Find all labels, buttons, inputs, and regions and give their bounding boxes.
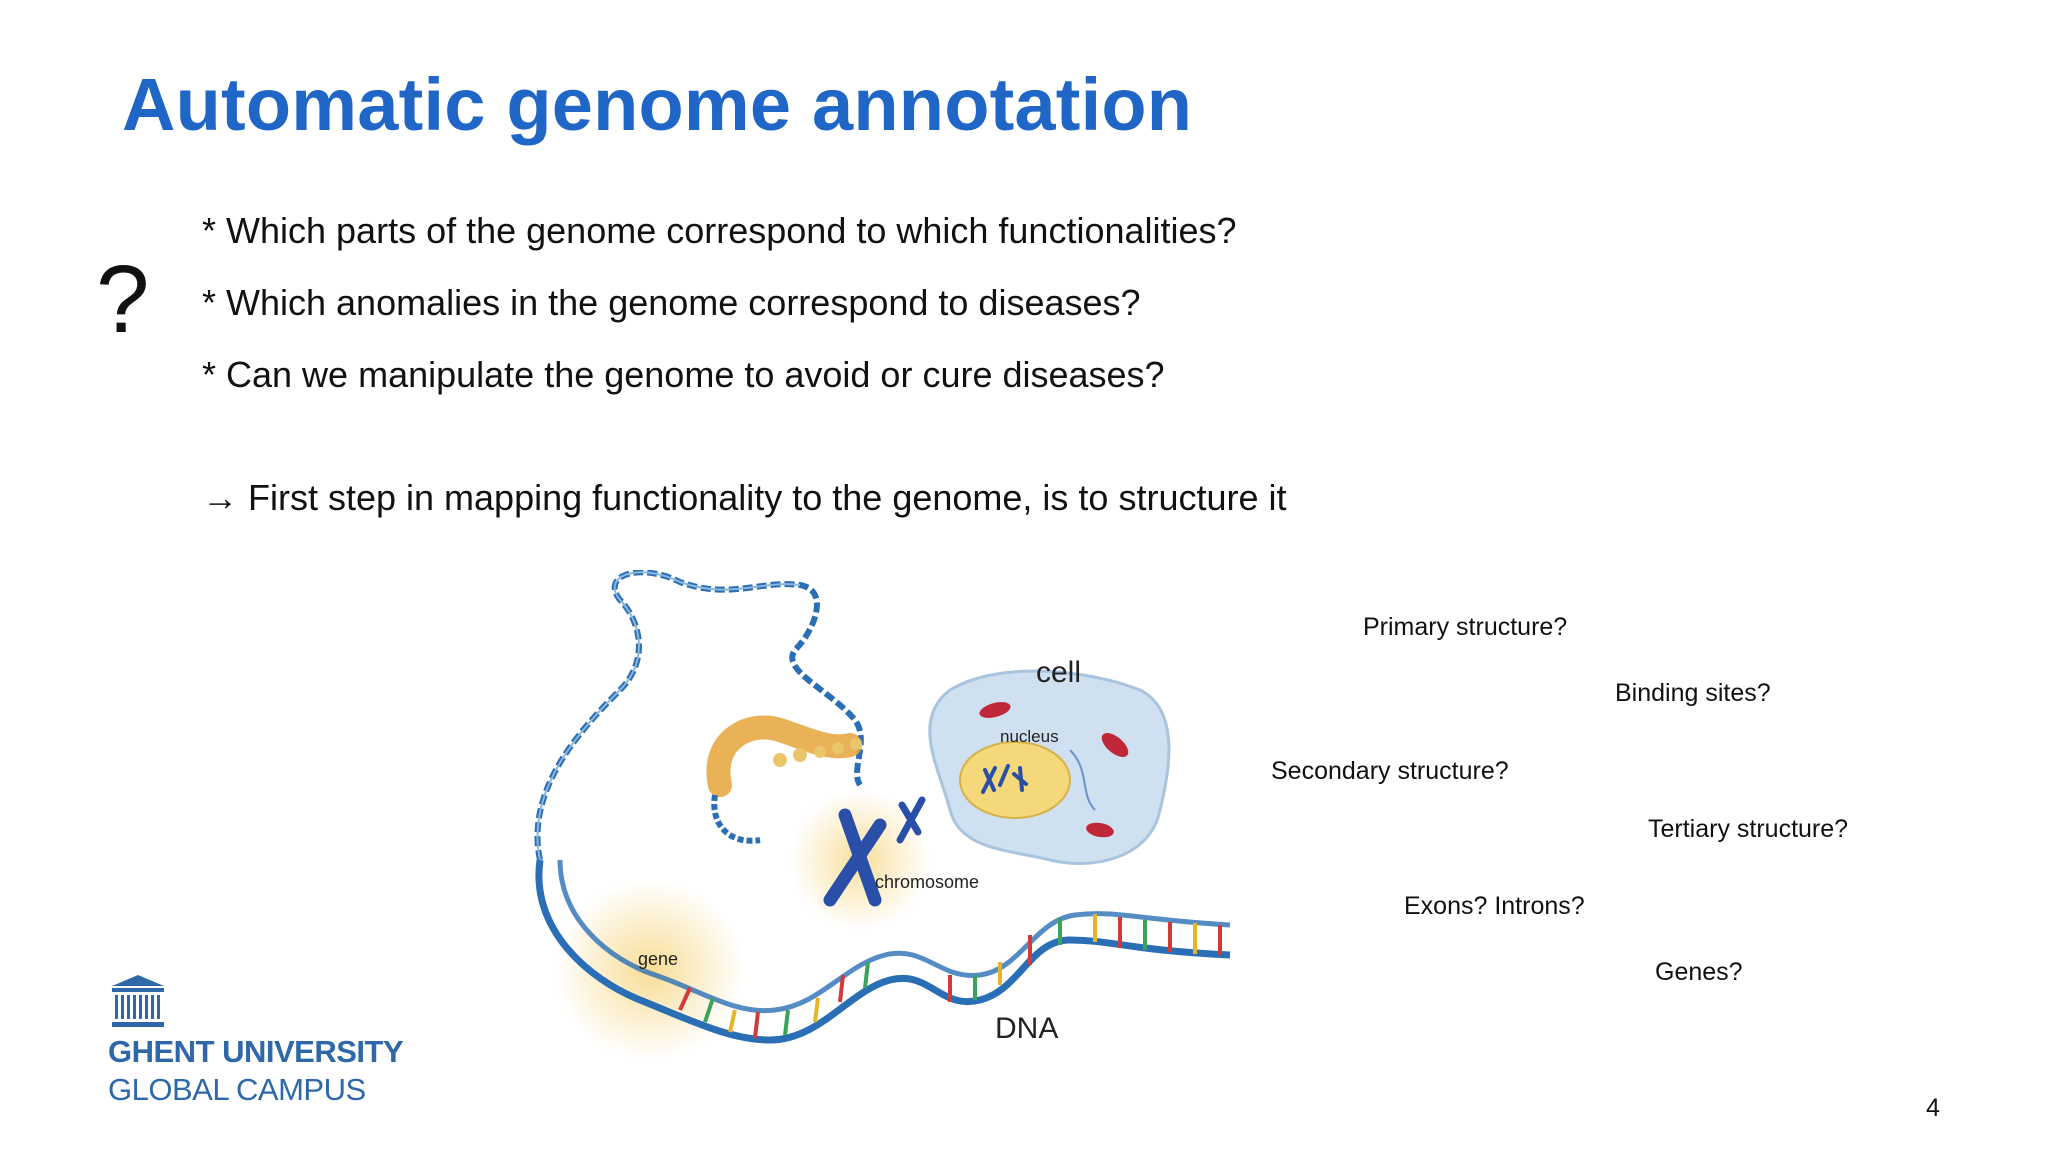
label-chromosome: chromosome — [875, 872, 979, 892]
dna-helix-strand-a — [535, 859, 1231, 1044]
bullet-diseases: * Which anomalies in the genome correspo… — [202, 282, 1141, 323]
question-exons-introns: Exons? Introns? — [1404, 892, 1585, 920]
ghent-university-logo: GHENT UNIVERSITY GLOBAL CAMPUS — [108, 972, 404, 1112]
small-chromosome — [896, 796, 926, 844]
bullet-functionalities: * Which parts of the genome correspond t… — [202, 210, 1237, 251]
nucleosome-beads — [773, 738, 862, 767]
question-primary-structure: Primary structure? — [1363, 613, 1568, 641]
question-binding-sites: Binding sites? — [1615, 679, 1771, 707]
label-cell: cell — [1036, 656, 1081, 689]
question-tertiary-structure: Tertiary structure? — [1648, 815, 1849, 843]
label-nucleus: nucleus — [1000, 727, 1059, 746]
logo-university-name: GHENT UNIVERSITY — [108, 1034, 404, 1069]
conclusion-line: → First step in mapping functionality to… — [202, 477, 1287, 518]
logo-campus-name: GLOBAL CAMPUS — [108, 1072, 366, 1107]
mitochondrion-3 — [1086, 822, 1114, 838]
chromosome-shape — [823, 808, 887, 907]
question-genes: Genes? — [1655, 958, 1743, 986]
slide-title: Automatic genome annotation — [122, 63, 1193, 146]
label-dna: DNA — [995, 1012, 1058, 1045]
question-secondary-structure: Secondary structure? — [1271, 757, 1509, 785]
question-mark: ? — [96, 246, 150, 353]
page-number: 4 — [1926, 1094, 1940, 1122]
mitochondrion-2 — [1101, 733, 1129, 757]
genome-illustration: cell nucleus chromosome gene DNA — [534, 570, 1231, 1060]
bullet-manipulate: * Can we manipulate the genome to avoid … — [202, 354, 1165, 395]
nucleus — [959, 741, 1071, 819]
label-gene: gene — [638, 949, 678, 969]
dna-helix-strand-b — [557, 859, 1231, 1014]
university-building-icon — [112, 975, 164, 1027]
dna-base-pairs — [678, 914, 1222, 1039]
nucleus-chromosomes — [981, 764, 1028, 794]
gene-glow — [555, 880, 745, 1060]
mitochondrion-1 — [979, 702, 1011, 718]
chromatin-fiber — [706, 715, 862, 797]
